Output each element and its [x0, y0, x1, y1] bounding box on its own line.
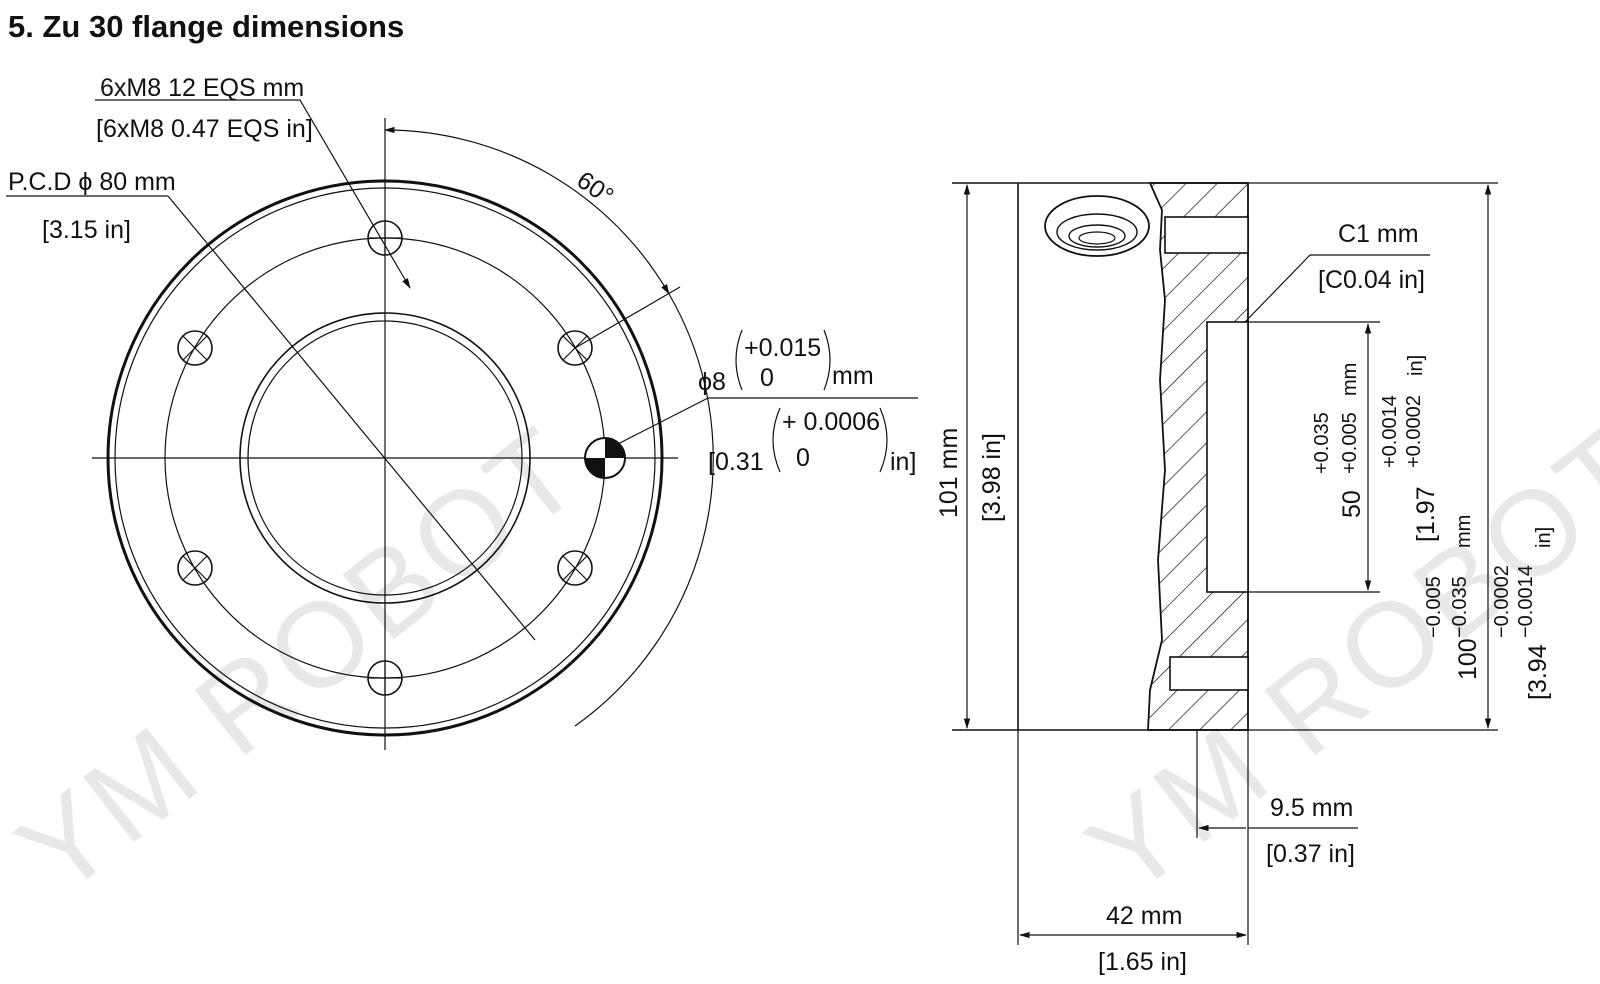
spigot-tolerance-label: 100 −0.005 −0.035 mm −0.0002 −0.0014 in]…: [1423, 515, 1555, 700]
page-title: 5. Zu 30 flange dimensions: [8, 9, 404, 44]
pin-paren-right-mm: [823, 329, 831, 391]
bore-unit-mm: mm: [1339, 363, 1361, 396]
inner-bore-outer: [239, 312, 531, 604]
angle-extension-line: [574, 286, 681, 349]
bolt-hole-bottom: [367, 660, 403, 696]
pin-leader-line: [609, 397, 709, 449]
spigot-unit-in: in]: [1533, 527, 1555, 548]
pin-paren-left-in: [772, 407, 781, 473]
pin-unit-in: in]: [890, 448, 916, 476]
bore-value: 50: [1338, 490, 1366, 518]
width-label-mm: 42 mm: [1106, 902, 1182, 930]
front-view: 6xM8 12 EQS mm [6xM8 0.47 EQS in] P.C.D …: [6, 74, 918, 750]
pcd-label-mm: P.C.D ϕ 80 mm: [8, 168, 176, 196]
pin-prefix-in: [0.31: [708, 448, 764, 476]
bolt-holes: [177, 220, 593, 696]
pcd-label-in: [3.15 in]: [42, 216, 131, 244]
side-view: C1 mm [C0.04 in] 101 mm [3.98 in] 50 +0.…: [935, 182, 1555, 976]
pin-prefix-mm: ϕ8: [698, 368, 726, 396]
angle-label: 60°: [572, 166, 619, 211]
bore-tol-lower-mm: +0.005: [1339, 412, 1361, 474]
bore-cut: [1206, 321, 1249, 593]
bore-tolerance-label: 50 +0.035 +0.005 mm +0.0014 +0.0002 in] …: [1311, 355, 1440, 542]
pin-paren-left-mm: [735, 329, 743, 391]
watermark: YM ROBOT YM ROBOT: [0, 401, 1600, 920]
bore-tol-upper-in: +0.0014: [1379, 395, 1401, 468]
hole-leader-line: [299, 99, 411, 289]
angle-arc-extension: [574, 293, 714, 727]
spigot-tol-upper-mm: −0.005: [1423, 576, 1445, 638]
pcd-leader-line: [167, 195, 536, 641]
pin-paren-right-in: [879, 407, 888, 473]
thread-hole-upper: [1164, 216, 1249, 254]
angle-arc: [383, 126, 670, 295]
spigot-value: 100: [1454, 638, 1482, 680]
height-label-mm: 101 mm: [935, 428, 963, 518]
height-label-in: [3.98 in]: [978, 433, 1006, 522]
spigot-tol-upper-in: −0.0002: [1491, 565, 1513, 638]
spigot-prefix-in: [3.94: [1524, 644, 1552, 700]
chamfer-label-mm: C1 mm: [1338, 220, 1419, 248]
bore-tol-lower-in: +0.0002: [1403, 395, 1425, 468]
bore-unit-in: in]: [1405, 355, 1427, 376]
watermark-text-left: YM ROBOT: [0, 401, 606, 920]
bolt-hole-upper-left: [177, 330, 213, 366]
width-label-in: [1.65 in]: [1098, 948, 1187, 976]
holes-label-in: [6xM8 0.47 EQS in]: [96, 115, 313, 143]
pin-tol-lower-mm: 0: [760, 364, 774, 392]
step-label-in: [0.37 in]: [1266, 840, 1355, 868]
spigot-unit-mm: mm: [1453, 515, 1475, 548]
pin-tol-upper-in: + 0.0006: [782, 408, 880, 436]
pin-tol-lower-in: 0: [796, 444, 810, 472]
step-label-mm: 9.5 mm: [1270, 794, 1353, 822]
bore-prefix-in: [1.97: [1412, 486, 1440, 542]
inner-bore-inner: [247, 320, 523, 596]
chamfer-leader-line: [1244, 254, 1311, 323]
spigot-tol-lower-mm: −0.035: [1449, 576, 1471, 638]
holes-label-mm: 6xM8 12 EQS mm: [100, 74, 304, 102]
bolt-hole-lower-left: [177, 550, 213, 586]
chamfer-label-in: [C0.04 in]: [1318, 266, 1425, 294]
thread-hole-lower: [1169, 656, 1249, 691]
bolt-hole-lower-right: [557, 550, 593, 586]
pin-tol-upper-mm: +0.015: [744, 334, 821, 362]
bore-tol-upper-mm: +0.035: [1311, 412, 1333, 474]
spigot-tol-lower-in: −0.0014: [1515, 565, 1537, 638]
pin-unit-mm: mm: [832, 362, 874, 390]
counterbore-detail: [1044, 195, 1150, 257]
